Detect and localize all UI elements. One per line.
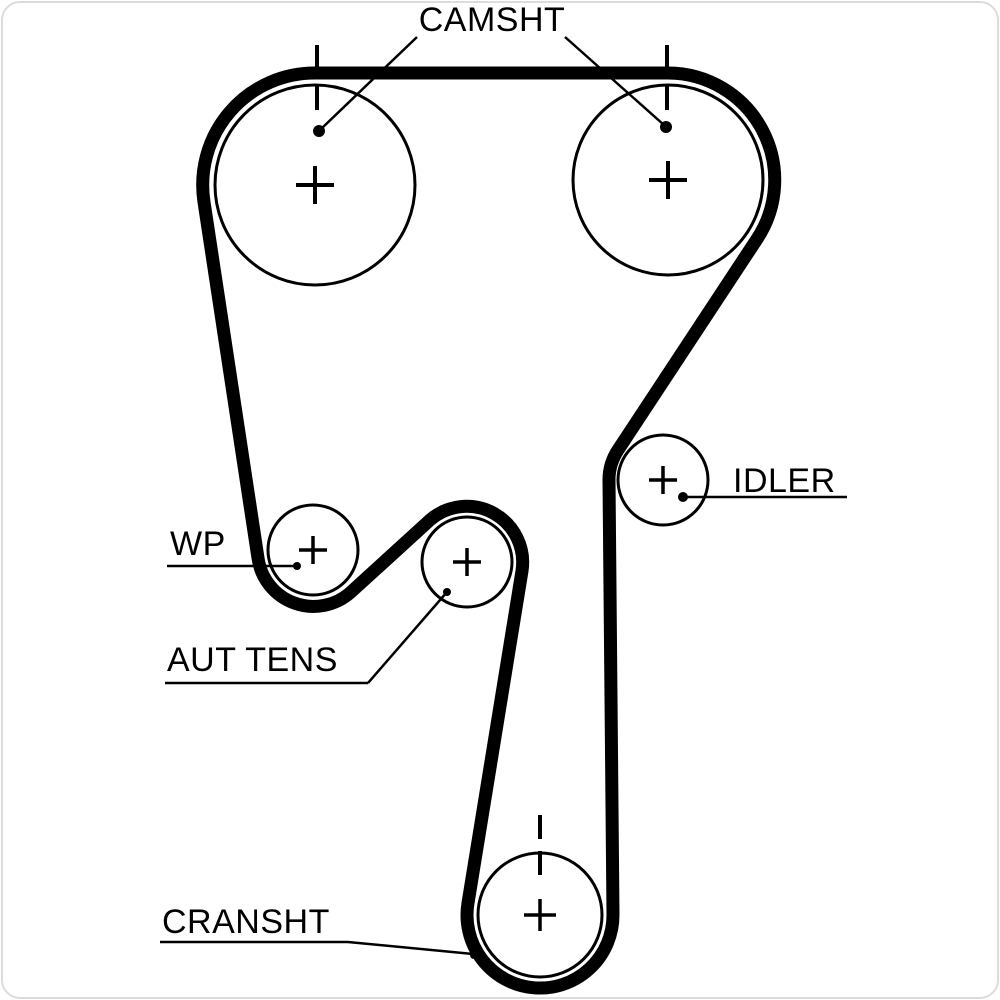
camshaft-right-center-mark <box>649 161 687 199</box>
aut-tens-label: AUT TENS <box>167 641 338 679</box>
idler-pulley <box>616 433 710 527</box>
camshaft-left-center-mark <box>296 166 334 204</box>
tensioner-pulley <box>420 515 514 609</box>
idler-label: IDLER <box>733 462 836 500</box>
wp-label: WP <box>170 525 226 563</box>
aut-tens-label-leader <box>367 591 448 684</box>
cransht-label-leader <box>347 940 474 956</box>
idler-center-mark <box>649 466 677 494</box>
idler-leader-dot <box>678 492 688 502</box>
cransht-leader-dot <box>470 951 478 959</box>
cransht-label: CRANSHT <box>162 903 330 941</box>
camsht-label-leader-right <box>564 36 665 126</box>
camsht-label: CAMSHT <box>419 1 566 39</box>
aut-tens-leader-dot <box>443 588 451 596</box>
water-pump-pulley <box>266 503 360 597</box>
wp-leader-dot <box>293 562 301 570</box>
crankshaft-center-mark <box>524 899 556 931</box>
water-pump-center-mark <box>299 536 327 564</box>
tensioner-center-mark <box>453 548 481 576</box>
timing-belt <box>196 66 782 995</box>
camsht-label-leader-left <box>320 36 418 130</box>
